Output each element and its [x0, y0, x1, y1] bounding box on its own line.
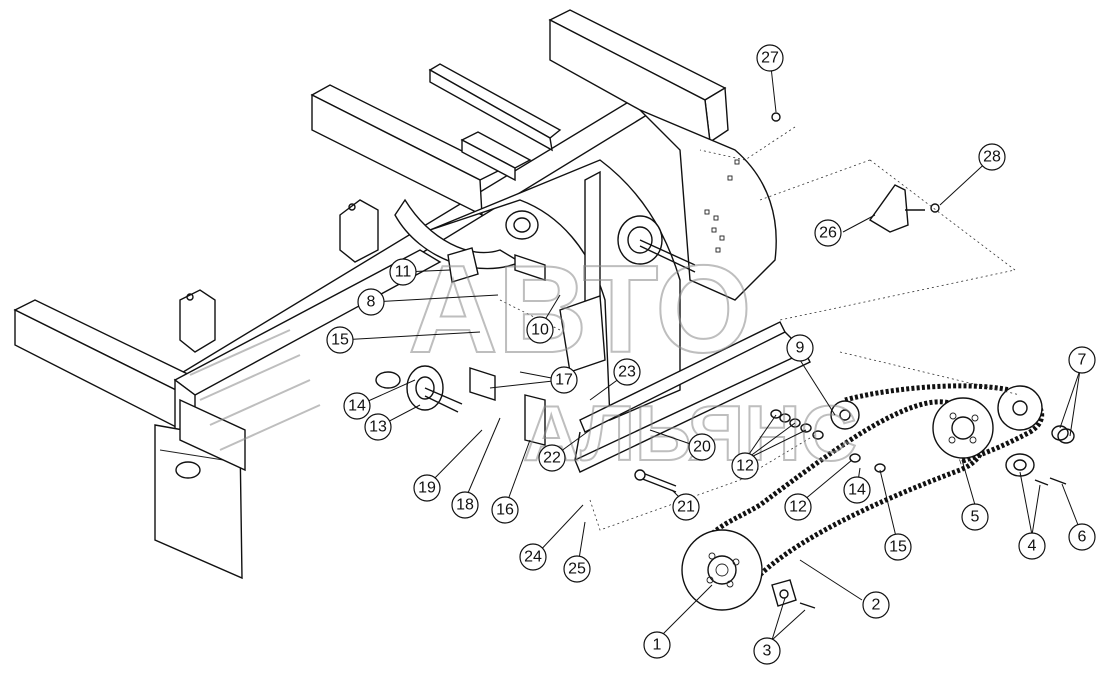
callout-14b: 14	[843, 476, 871, 504]
callout-label: 12	[789, 499, 807, 516]
callout-1: 1	[643, 631, 671, 659]
callout-label: 5	[971, 509, 980, 526]
callout-label: 15	[889, 539, 907, 556]
callout-label: 16	[496, 502, 514, 519]
sprocket-large	[681, 529, 763, 611]
callout-27: 27	[756, 44, 784, 72]
callout-26: 26	[814, 219, 842, 247]
bolt-27	[771, 112, 781, 122]
callout-16: 16	[491, 496, 519, 524]
callout-19: 19	[413, 474, 441, 502]
callout-label: 22	[543, 450, 561, 467]
callout-label: 7	[1078, 352, 1087, 369]
callout-label: 15	[331, 332, 349, 349]
callout-15a: 15	[326, 326, 354, 354]
idler-sprocket	[830, 400, 860, 430]
callout-17: 17	[550, 366, 578, 394]
callout-28: 28	[978, 143, 1006, 171]
callout-label: 14	[348, 398, 366, 415]
callout-11: 11	[389, 258, 417, 286]
callout-label: 25	[568, 561, 586, 578]
callout-label: 14	[848, 482, 866, 499]
callout-label: 18	[456, 497, 474, 514]
callout-label: 24	[524, 549, 542, 566]
callout-label: 28	[983, 149, 1001, 166]
callout-label: 17	[555, 372, 573, 389]
callout-label: 2	[872, 597, 881, 614]
callout-label: 23	[618, 364, 636, 381]
washers-row	[770, 409, 886, 473]
callout-12a: 12	[731, 452, 759, 480]
callout-label: 9	[796, 340, 805, 357]
main-frame	[13, 9, 777, 580]
callout-15b: 15	[884, 533, 912, 561]
callout-24: 24	[519, 543, 547, 571]
callout-label: 13	[369, 419, 387, 436]
callout-13: 13	[364, 413, 392, 441]
callout-3: 3	[753, 637, 781, 665]
callout-label: 10	[531, 322, 549, 339]
plate-holes	[704, 159, 740, 253]
watermark: АВТО АЛЬЯНС	[189, 240, 858, 478]
callout-10: 10	[526, 316, 554, 344]
hub-parts	[771, 425, 1075, 609]
bolt-21	[634, 469, 677, 493]
watermark-logo-bars	[189, 329, 321, 451]
callout-label: 11	[395, 264, 412, 281]
watermark-line1: АВТО	[408, 241, 751, 379]
callout-label: 4	[1028, 538, 1037, 555]
callout-25: 25	[563, 555, 591, 583]
sprocket-small	[997, 385, 1043, 431]
callout-6: 6	[1068, 523, 1096, 551]
bracket-26	[868, 184, 940, 233]
watermark-line2: АЛЬЯНС	[523, 389, 857, 477]
callout-12b: 12	[784, 493, 812, 521]
callout-5: 5	[961, 503, 989, 531]
callout-label: 20	[693, 439, 711, 456]
callout-20: 20	[688, 433, 716, 461]
callout-label: 26	[819, 225, 837, 242]
callout-label: 21	[677, 499, 695, 516]
callout-label: 3	[763, 643, 772, 660]
angle-bar	[574, 321, 811, 473]
callout-21: 21	[672, 493, 700, 521]
callout-18: 18	[451, 491, 479, 519]
callout-4: 4	[1018, 532, 1046, 560]
callout-23: 23	[613, 358, 641, 386]
callout-2: 2	[862, 591, 890, 619]
callout-label: 27	[761, 50, 779, 67]
callout-9: 9	[786, 334, 814, 362]
callout-label: 19	[418, 480, 436, 497]
callout-label: 12	[736, 458, 754, 475]
callout-14a: 14	[343, 392, 371, 420]
callout-22: 22	[538, 444, 566, 472]
callout-label: 1	[653, 637, 662, 654]
callout-8: 8	[357, 288, 385, 316]
callout-label: 8	[367, 294, 376, 311]
callout-label: 6	[1078, 529, 1087, 546]
callout-7: 7	[1068, 346, 1096, 374]
sprocket-medium	[932, 397, 994, 459]
